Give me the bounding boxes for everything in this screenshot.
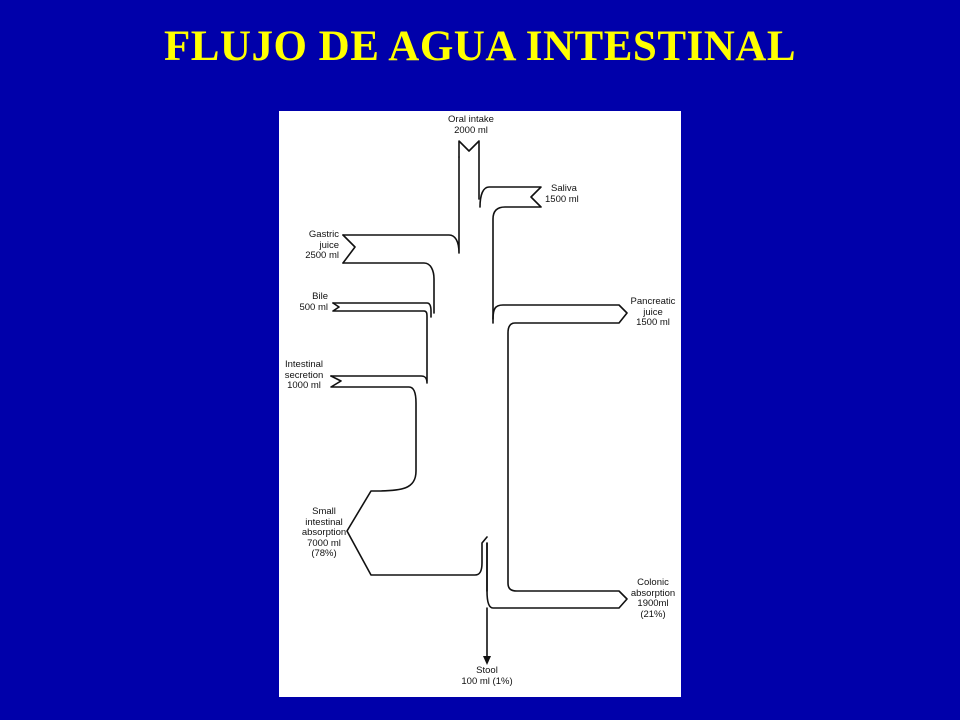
slide-title: FLUJO DE AGUA INTESTINAL bbox=[163, 23, 797, 70]
flow-lines bbox=[330, 140, 628, 665]
label-colonic-absorption: Colonic absorption 1900ml (21%) bbox=[630, 577, 676, 620]
label-saliva: Saliva 1500 ml bbox=[545, 183, 579, 205]
label-stool: Stool 100 ml (1%) bbox=[461, 665, 513, 687]
saliva-inlet bbox=[479, 186, 542, 324]
intestinal-secretion-inlet bbox=[330, 375, 428, 384]
label-oral-intake: Oral intake 2000 ml bbox=[448, 114, 494, 136]
gastric-juice-chevron bbox=[342, 234, 356, 264]
pancreatic-juice-inlet bbox=[486, 304, 628, 609]
gastric-juice-inlet bbox=[342, 156, 460, 254]
oral-intake-inlet bbox=[458, 140, 480, 200]
label-small-intestinal-absorption: Small intestinal absorption 7000 ml (78%… bbox=[301, 506, 347, 559]
bile-inlet bbox=[332, 302, 432, 318]
label-gastric-juice: Gastric juice 2500 ml bbox=[305, 229, 339, 261]
label-intestinal-secretion: Intestinal secretion 1000 ml bbox=[284, 359, 324, 391]
stool-arrowhead bbox=[483, 656, 491, 665]
water-flow-diagram: Oral intake 2000 ml Saliva 1500 ml Gastr… bbox=[279, 111, 681, 697]
label-bile: Bile 500 ml bbox=[299, 291, 328, 313]
label-pancreatic-juice: Pancreatic juice 1500 ml bbox=[630, 296, 676, 328]
